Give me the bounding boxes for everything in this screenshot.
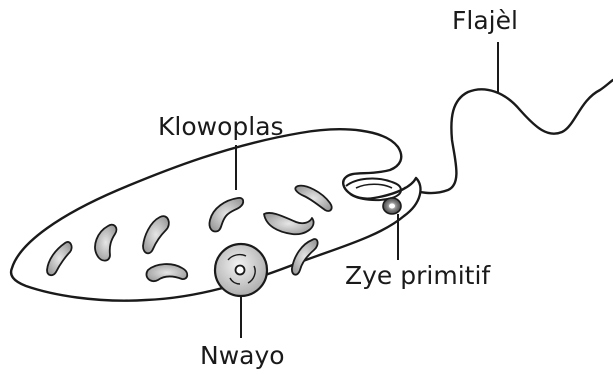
reservoir-inner xyxy=(356,184,392,188)
flagellum xyxy=(405,80,613,193)
eyespot xyxy=(383,198,401,214)
nucleus xyxy=(215,244,267,296)
flagellum-label: Flajèl xyxy=(452,8,518,33)
nucleus-label: Nwayo xyxy=(200,343,285,368)
reservoir xyxy=(346,179,401,201)
eyespot-label: Zye primitif xyxy=(345,263,490,288)
chloroplast-label: Klowoplas xyxy=(158,114,284,139)
